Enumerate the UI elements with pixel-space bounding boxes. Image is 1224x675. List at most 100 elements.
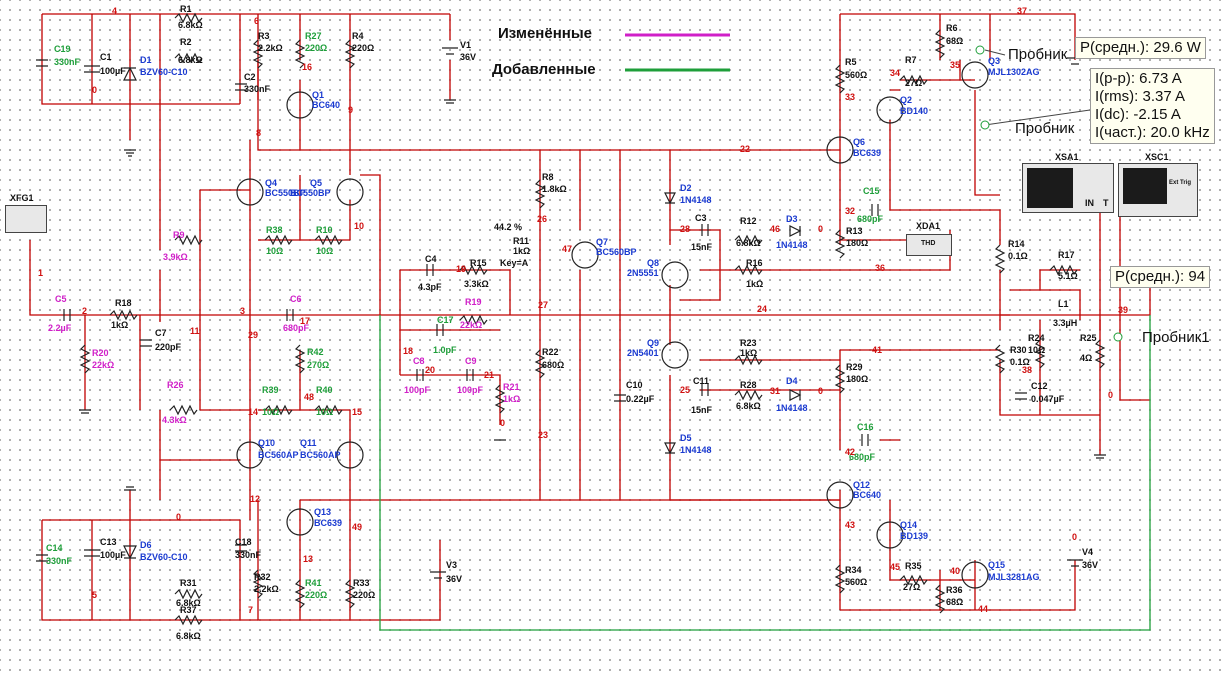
component-ref-r14[interactable]: R14 bbox=[1008, 239, 1025, 249]
component-ref-r23[interactable]: R23 bbox=[740, 338, 757, 348]
component-ref-r33[interactable]: R33 bbox=[353, 578, 370, 588]
component-ref-r22[interactable]: R22 bbox=[542, 347, 559, 357]
component-ref-q13[interactable]: Q13 bbox=[314, 507, 332, 517]
component-ref-r1[interactable]: R1 bbox=[180, 4, 192, 14]
component-ref-r30[interactable]: R30 bbox=[1010, 345, 1027, 355]
component-ref-r38[interactable]: R38 bbox=[266, 225, 283, 235]
component-ref-q2[interactable]: Q2 bbox=[900, 95, 913, 105]
component-ref-c17[interactable]: C17 bbox=[437, 315, 454, 325]
component-ref-c1[interactable]: C1 bbox=[100, 52, 112, 62]
component-ref-r5[interactable]: R5 bbox=[845, 57, 857, 67]
component-ref-q14[interactable]: Q14 bbox=[900, 520, 918, 530]
component-ref-d4[interactable]: D4 bbox=[786, 376, 798, 386]
component-ref-r15[interactable]: R15 bbox=[470, 258, 487, 268]
xsa-in-label: IN bbox=[1085, 198, 1094, 208]
component-value-r22: 680Ω bbox=[542, 360, 565, 370]
component-ref-q6[interactable]: Q6 bbox=[853, 137, 866, 147]
component-ref-c18[interactable]: C18 bbox=[235, 537, 252, 547]
net-label: 40 bbox=[950, 566, 961, 576]
component-ref-r25[interactable]: R25 bbox=[1080, 333, 1097, 343]
component-ref-r20[interactable]: R20 bbox=[92, 348, 109, 358]
probe-power-title[interactable]: Пробник bbox=[1008, 46, 1068, 63]
distortion-analyzer-instrument[interactable]: THD bbox=[906, 234, 952, 256]
component-ref-r6[interactable]: R6 bbox=[946, 23, 958, 33]
component-ref-r12[interactable]: R12 bbox=[740, 216, 757, 226]
component-ref-c15[interactable]: C15 bbox=[863, 186, 880, 196]
component-ref-r26[interactable]: R26 bbox=[167, 380, 184, 390]
component-ref-c11[interactable]: C11 bbox=[693, 376, 710, 386]
component-ref-c19[interactable]: C19 bbox=[54, 44, 71, 54]
component-ref-d6[interactable]: D6 bbox=[140, 540, 152, 550]
probe-current-title[interactable]: Пробник bbox=[1015, 120, 1075, 137]
component-ref-c2[interactable]: C2 bbox=[244, 72, 256, 82]
component-ref-q8[interactable]: Q8 bbox=[647, 258, 660, 268]
component-ref-r29[interactable]: R29 bbox=[846, 362, 863, 372]
component-ref-l1[interactable]: L1 bbox=[1058, 299, 1069, 309]
component-ref-r3[interactable]: R3 bbox=[258, 31, 270, 41]
component-ref-r28[interactable]: R28 bbox=[740, 380, 757, 390]
component-ref-q12[interactable]: Q12 bbox=[853, 480, 871, 490]
oscilloscope-instrument[interactable]: Ext Trig bbox=[1118, 163, 1198, 217]
component-ref-d5[interactable]: D5 bbox=[680, 433, 692, 443]
component-ref-d3[interactable]: D3 bbox=[786, 214, 798, 224]
component-ref-r41[interactable]: R41 bbox=[305, 578, 322, 588]
component-ref-r8[interactable]: R8 bbox=[542, 172, 554, 182]
component-ref-r31[interactable]: R31 bbox=[180, 578, 197, 588]
component-ref-r37[interactable]: R37 bbox=[180, 605, 197, 615]
component-ref-c16[interactable]: C16 bbox=[857, 422, 874, 432]
component-ref-r13[interactable]: R13 bbox=[846, 226, 863, 236]
component-ref-r9[interactable]: R9 bbox=[173, 230, 185, 240]
component-ref-r42[interactable]: R42 bbox=[307, 347, 324, 357]
component-ref-c7[interactable]: C7 bbox=[155, 328, 167, 338]
component-ref-q9[interactable]: Q9 bbox=[647, 338, 660, 348]
component-ref-r11[interactable]: R11 bbox=[513, 236, 530, 246]
component-ref-r39[interactable]: R39 bbox=[262, 385, 279, 395]
component-value-r33: 220Ω bbox=[353, 590, 376, 600]
component-ref-r36[interactable]: R36 bbox=[946, 585, 963, 595]
component-ref-r24[interactable]: R24 bbox=[1028, 333, 1045, 343]
component-ref-c3[interactable]: C3 bbox=[695, 213, 707, 223]
spectrum-analyzer-instrument[interactable]: IN T bbox=[1022, 163, 1114, 213]
component-ref-v3[interactable]: V3 bbox=[446, 560, 458, 570]
component-ref-r40[interactable]: R40 bbox=[316, 385, 333, 395]
component-value-c5: 2.2µF bbox=[48, 323, 72, 333]
component-ref-r16[interactable]: R16 bbox=[746, 258, 763, 268]
component-ref-r17[interactable]: R17 bbox=[1058, 250, 1075, 260]
component-ref-r10[interactable]: R10 bbox=[316, 225, 333, 235]
component-ref-r19[interactable]: R19 bbox=[465, 297, 482, 307]
component-ref-q4[interactable]: Q4 bbox=[265, 178, 278, 188]
component-ref-q7[interactable]: Q7 bbox=[596, 237, 609, 247]
component-ref-c4[interactable]: C4 bbox=[425, 254, 437, 264]
component-ref-c8[interactable]: C8 bbox=[413, 356, 425, 366]
component-ref-q3[interactable]: Q3 bbox=[988, 56, 1001, 66]
component-ref-c9[interactable]: C9 bbox=[465, 356, 477, 366]
component-ref-r2[interactable]: R2 bbox=[180, 37, 192, 47]
component-ref-q10[interactable]: Q10 bbox=[258, 438, 276, 448]
component-ref-d1[interactable]: D1 bbox=[140, 55, 152, 65]
component-ref-v1[interactable]: V1 bbox=[460, 40, 472, 50]
component-ref-r32[interactable]: R32 bbox=[254, 572, 271, 582]
component-ref-c14[interactable]: C14 bbox=[46, 543, 63, 553]
component-ref-c13[interactable]: C13 bbox=[100, 537, 117, 547]
component-ref-r35[interactable]: R35 bbox=[905, 561, 922, 571]
component-ref-r21[interactable]: R21 bbox=[503, 382, 520, 392]
net-label: 48 bbox=[304, 392, 315, 402]
component-ref-r27[interactable]: R27 bbox=[305, 31, 322, 41]
component-ref-c10[interactable]: C10 bbox=[626, 380, 643, 390]
component-ref-v4[interactable]: V4 bbox=[1082, 547, 1094, 557]
probe1-title[interactable]: Пробник1 bbox=[1142, 329, 1210, 346]
component-ref-c12[interactable]: C12 bbox=[1031, 381, 1048, 391]
component-ref-q5[interactable]: Q5 bbox=[310, 178, 323, 188]
component-ref-q15[interactable]: Q15 bbox=[988, 560, 1006, 570]
function-generator-instrument[interactable] bbox=[5, 205, 47, 233]
component-value-d1: BZV60-C10 bbox=[140, 67, 188, 77]
component-ref-r7[interactable]: R7 bbox=[905, 55, 917, 65]
component-ref-q1[interactable]: Q1 bbox=[312, 90, 325, 100]
component-ref-d2[interactable]: D2 bbox=[680, 183, 692, 193]
component-ref-r4[interactable]: R4 bbox=[352, 31, 364, 41]
component-ref-c6[interactable]: C6 bbox=[290, 294, 302, 304]
component-ref-r34[interactable]: R34 bbox=[845, 565, 862, 575]
component-ref-q11[interactable]: Q11 bbox=[300, 438, 317, 448]
component-ref-r18[interactable]: R18 bbox=[115, 298, 132, 308]
component-ref-c5[interactable]: C5 bbox=[55, 294, 67, 304]
